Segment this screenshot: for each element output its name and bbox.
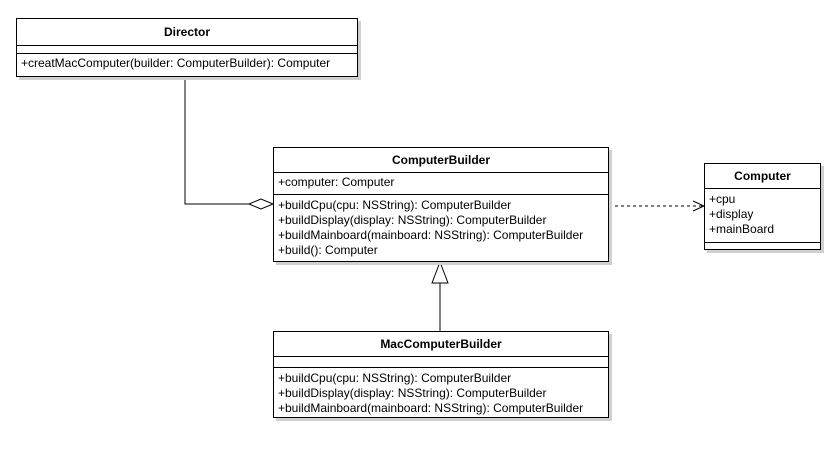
aggregation-connector xyxy=(184,77,249,205)
attributes-section xyxy=(17,46,357,54)
method-row: +buildCpu(cpu: NSString): ComputerBuilde… xyxy=(278,198,512,212)
attribute-row: +cpu xyxy=(709,192,736,206)
method-row: +creatMacComputer(builder: ComputerBuild… xyxy=(21,56,331,70)
method-row: +buildCpu(cpu: NSString): ComputerBuilde… xyxy=(278,371,512,385)
method-row: +buildDisplay(display: NSString): Comput… xyxy=(278,386,547,400)
method-row: +buildMainboard(mainboard: NSString): Co… xyxy=(278,228,584,242)
aggregation-diamond xyxy=(247,198,275,210)
class-name: ComputerBuilder xyxy=(274,148,608,173)
attributes-section: +cpu +display +mainBoard xyxy=(705,189,820,243)
class-director[interactable]: Director +creatMacComputer(builder: Comp… xyxy=(16,18,358,77)
method-row: +build(): Computer xyxy=(278,243,378,257)
method-row: +buildMainboard(mainboard: NSString): Co… xyxy=(278,401,584,415)
attribute-row: +mainBoard xyxy=(709,222,775,236)
class-name: MacComputerBuilder xyxy=(274,332,608,357)
methods-section: +buildCpu(cpu: NSString): ComputerBuilde… xyxy=(274,368,608,417)
methods-section: +creatMacComputer(builder: ComputerBuild… xyxy=(17,54,357,72)
class-mac-computer-builder[interactable]: MacComputerBuilder +buildCpu(cpu: NSStri… xyxy=(273,331,609,418)
attributes-section: +computer: Computer xyxy=(274,173,608,195)
methods-section: +buildCpu(cpu: NSString): ComputerBuilde… xyxy=(274,195,608,259)
class-computer-builder[interactable]: ComputerBuilder +computer: Computer +bui… xyxy=(273,147,609,262)
class-name: Computer xyxy=(705,164,820,189)
methods-section xyxy=(705,243,820,253)
generalization-triangle xyxy=(431,260,449,284)
method-row: +buildDisplay(display: NSString): Comput… xyxy=(278,213,547,227)
attributes-section xyxy=(274,357,608,368)
attribute-row: +display xyxy=(709,207,754,221)
class-computer[interactable]: Computer +cpu +display +mainBoard xyxy=(704,163,821,250)
attribute-row: +computer: Computer xyxy=(278,175,395,189)
class-name: Director xyxy=(17,19,357,46)
